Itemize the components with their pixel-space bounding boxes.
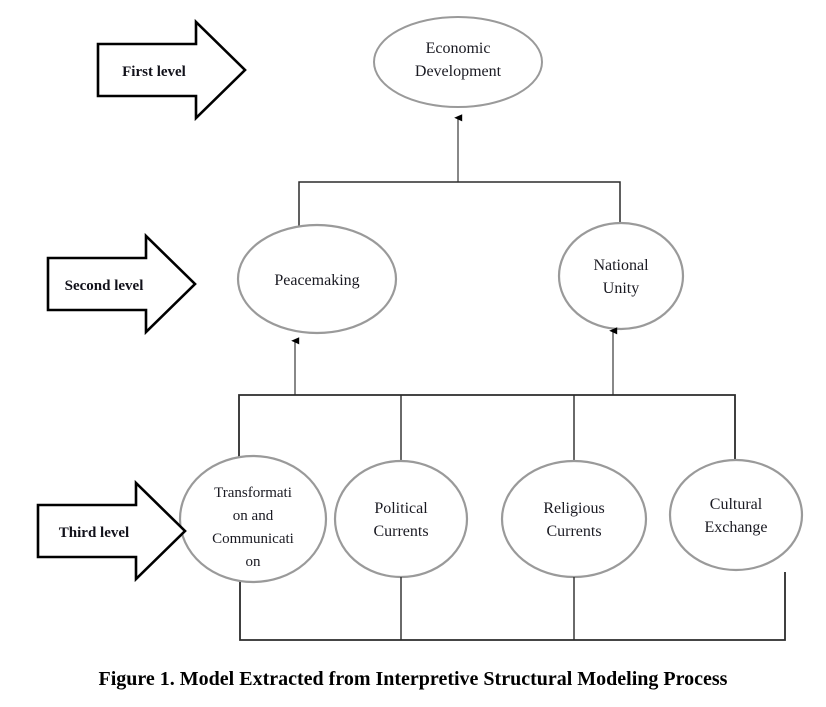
node-label-political-currents-line2: Currents bbox=[373, 523, 428, 540]
node-label-transformation-line4: on bbox=[246, 554, 262, 570]
ellipse-cultural-exchange bbox=[668, 458, 804, 572]
node-label-political-currents-line1: Political bbox=[374, 500, 428, 517]
figure-caption: Figure 1. Model Extracted from Interpret… bbox=[99, 668, 728, 690]
level-label-third: Third level bbox=[59, 525, 129, 541]
ellipse-religious-currents bbox=[500, 459, 648, 579]
level-callout-first[interactable]: First level bbox=[96, 18, 247, 122]
node-national-unity[interactable]: National Unity bbox=[557, 221, 685, 331]
node-label-cultural-exchange-line1: Cultural bbox=[710, 496, 763, 513]
connector-third-level-bus bbox=[238, 394, 736, 463]
level-callout-third[interactable]: Third level bbox=[36, 479, 187, 583]
node-political-currents[interactable]: Political Currents bbox=[333, 459, 469, 579]
node-label-economic-development-line2: Development bbox=[415, 63, 502, 80]
node-cultural-exchange[interactable]: Cultural Exchange bbox=[668, 458, 804, 572]
node-peacemaking[interactable]: Peacemaking bbox=[236, 223, 398, 335]
level-label-first: First level bbox=[122, 64, 186, 80]
node-label-transformation-line2: on and bbox=[233, 508, 274, 524]
node-label-economic-development-line1: Economic bbox=[426, 40, 491, 57]
node-label-religious-currents-line1: Religious bbox=[543, 500, 604, 517]
node-label-cultural-exchange-line2: Exchange bbox=[704, 519, 767, 536]
block-arrow-second-level bbox=[46, 232, 197, 336]
node-label-national-unity-line1: National bbox=[593, 257, 649, 274]
node-religious-currents[interactable]: Religious Currents bbox=[500, 459, 648, 579]
node-label-national-unity-line2: Unity bbox=[603, 280, 639, 297]
block-arrow-first-level bbox=[96, 18, 247, 122]
level-callout-second[interactable]: Second level bbox=[46, 232, 197, 336]
node-label-transformation-line1: Transformati bbox=[214, 485, 292, 501]
level-label-second: Second level bbox=[65, 278, 144, 294]
node-label-peacemaking: Peacemaking bbox=[274, 272, 359, 289]
connector-second-level-bus bbox=[298, 181, 621, 226]
ellipse-political-currents bbox=[333, 459, 469, 579]
connector-third-level-bottom-bus bbox=[239, 572, 786, 641]
ellipse-national-unity bbox=[557, 221, 685, 331]
node-label-religious-currents-line2: Currents bbox=[546, 523, 601, 540]
ellipse-economic-development bbox=[373, 16, 543, 108]
node-economic-development[interactable]: Economic Development bbox=[373, 16, 543, 108]
node-label-transformation-line3: Communicati bbox=[212, 531, 294, 547]
ellipse-transformation-and-communication bbox=[178, 454, 328, 584]
block-arrow-third-level bbox=[36, 479, 187, 583]
node-transformation-and-communication[interactable]: Transformati on and Communicati on bbox=[178, 454, 328, 584]
ellipse-peacemaking bbox=[236, 223, 398, 335]
